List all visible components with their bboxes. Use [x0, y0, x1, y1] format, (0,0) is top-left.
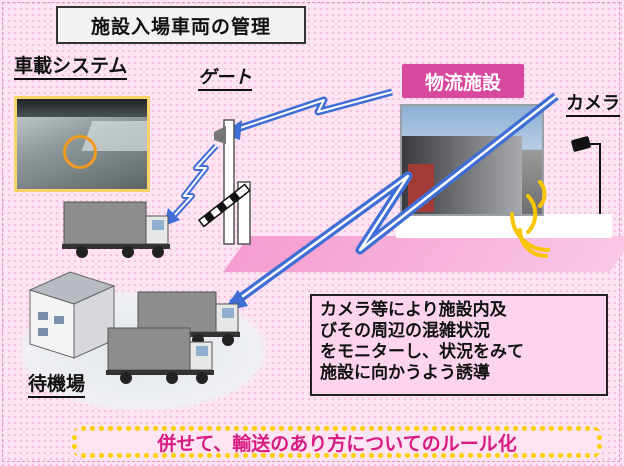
- camera-icon: [571, 136, 601, 214]
- rule-banner: 併せて、輸送のあり方についてのルール化: [70, 424, 604, 460]
- truck-icon: [106, 327, 214, 384]
- photo-dashboard: [17, 99, 147, 117]
- warehouse-building-icon: [28, 271, 116, 359]
- signal-arc-icon: [510, 180, 550, 258]
- label-onboard-system: 車載システム: [14, 55, 128, 80]
- label-gate: ゲート: [198, 67, 252, 91]
- label-waiting-area: 待機場: [28, 373, 86, 398]
- lightning-arrow-icon: [222, 88, 393, 140]
- diagram-title: 施設入場車両の管理: [56, 6, 306, 44]
- guidance-note: カメラ等により施設内及 びその周辺の混雑状況 をモニターし、状況をみて 施設に向…: [310, 294, 608, 396]
- truck-icon: [62, 201, 170, 258]
- gate-barrier-icon: [197, 119, 251, 245]
- label-logistics-facility: 物流施設: [402, 64, 524, 98]
- facility-base: [396, 214, 612, 238]
- onboard-camera-photo: [14, 96, 150, 192]
- guidance-arrow: [222, 92, 559, 312]
- label-camera: カメラ: [566, 93, 620, 117]
- note-line: びその周辺の混雑状況: [320, 321, 490, 341]
- note-line: 施設に向かうよう誘導: [320, 363, 490, 383]
- note-line: をモニターし、状況をみて: [320, 342, 524, 362]
- detected-object-marker: [63, 135, 97, 169]
- note-line: カメラ等により施設内及: [320, 300, 507, 320]
